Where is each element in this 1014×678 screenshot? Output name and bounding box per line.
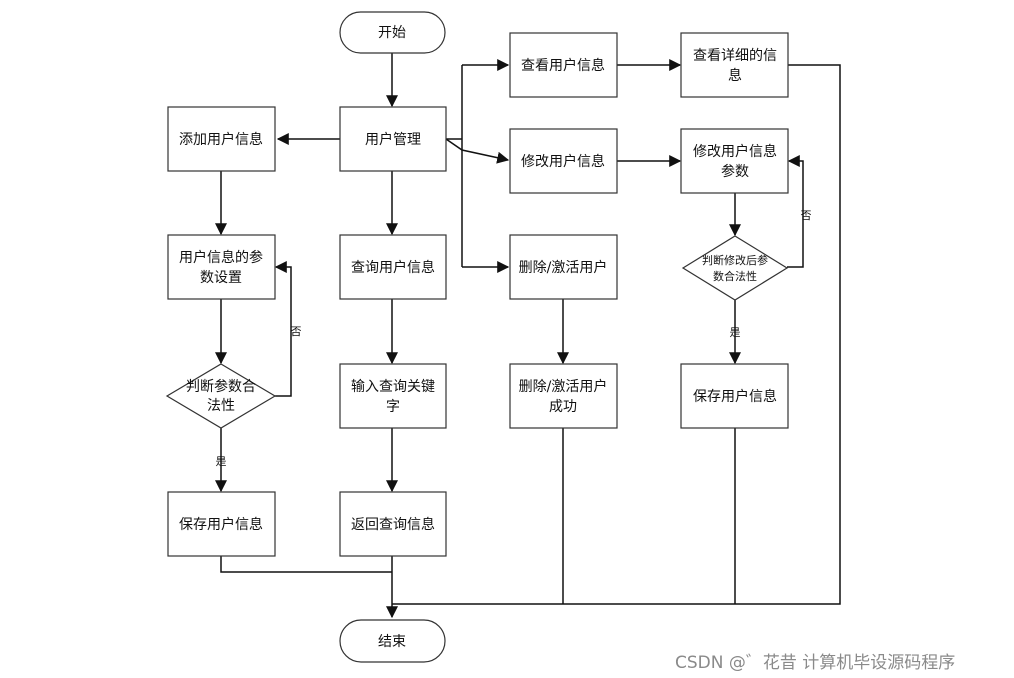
- node-save-left-label: 保存用户信息: [179, 516, 263, 533]
- node-save-left: 保存用户信息: [167, 491, 276, 557]
- node-param-setup-line1: 用户信息的参: [179, 249, 263, 266]
- node-add-user: 添加用户信息: [167, 106, 276, 172]
- node-delete-success: 删除/激活用户 成功: [509, 363, 618, 429]
- node-return-query: 返回查询信息: [339, 491, 447, 557]
- node-input-keyword-line1: 输入查询关键: [351, 379, 435, 395]
- edge-label-yes-right: 是: [730, 326, 741, 339]
- node-view-detail-line2: 息: [728, 67, 742, 84]
- node-check-modified-line1: 判断修改后参: [702, 253, 768, 267]
- node-add-user-label: 添加用户信息: [179, 131, 263, 148]
- node-user-mgmt-label: 用户管理: [365, 131, 421, 148]
- node-delete-user: 删除/激活用户: [509, 234, 618, 300]
- node-start-label: 开始: [378, 25, 406, 41]
- node-delete-success-line2: 成功: [549, 399, 577, 415]
- watermark-text: CSDN @゛花昔 计算机毕设源码程序: [675, 653, 956, 673]
- node-modify-user: 修改用户信息: [509, 128, 618, 194]
- edge-label-no-right: 否: [801, 209, 812, 222]
- connectors: [215, 53, 841, 619]
- node-delete-success-line1: 删除/激活用户: [519, 378, 608, 395]
- node-check-params-line1: 判断参数合: [186, 378, 256, 395]
- node-param-setup-line2: 数设置: [200, 270, 242, 286]
- node-modify-params: 修改用户信息 参数: [680, 128, 789, 194]
- node-save-right-label: 保存用户信息: [693, 388, 777, 405]
- node-view-detail-line1: 查看详细的信: [693, 48, 777, 64]
- node-check-params-line2: 法性: [207, 398, 235, 414]
- node-check-params: 判断参数合 法性: [165, 363, 277, 429]
- node-end-label: 结束: [378, 634, 406, 650]
- edge-to-modify-user: [445, 138, 510, 164]
- edge-label-yes-left: 是: [216, 455, 227, 468]
- node-modify-params-line2: 参数: [721, 163, 749, 180]
- edge-save-left-to-bus: [220, 556, 392, 573]
- edge-check-no-loop: [274, 261, 292, 397]
- node-input-keyword-line2: 字: [386, 399, 400, 415]
- node-view-detail: 查看详细的信 息: [680, 32, 789, 98]
- node-view-user: 查看用户信息: [509, 32, 618, 98]
- node-modify-params-line1: 修改用户信息: [693, 143, 777, 160]
- node-save-right: 保存用户信息: [680, 363, 789, 429]
- node-input-keyword: 输入查询关键 字: [339, 363, 447, 429]
- node-return-query-label: 返回查询信息: [351, 516, 435, 533]
- node-view-user-label: 查看用户信息: [521, 57, 605, 74]
- node-user-mgmt: 用户管理: [339, 106, 447, 172]
- node-modify-user-label: 修改用户信息: [521, 153, 605, 170]
- node-start: 开始: [339, 11, 446, 54]
- node-check-modified: 判断修改后参 数合法性: [681, 235, 789, 301]
- node-check-modified-line2: 数合法性: [713, 269, 757, 283]
- node-delete-user-label: 删除/激活用户: [519, 259, 608, 276]
- node-param-setup: 用户信息的参 数设置: [167, 234, 276, 300]
- edge-detail-to-end-bus: [392, 64, 841, 605]
- node-query-user-label: 查询用户信息: [351, 259, 435, 276]
- node-end: 结束: [339, 619, 446, 663]
- node-query-user: 查询用户信息: [339, 234, 447, 300]
- edge-check-modified-no-loop: [787, 155, 804, 268]
- edge-label-no-left: 否: [291, 325, 302, 338]
